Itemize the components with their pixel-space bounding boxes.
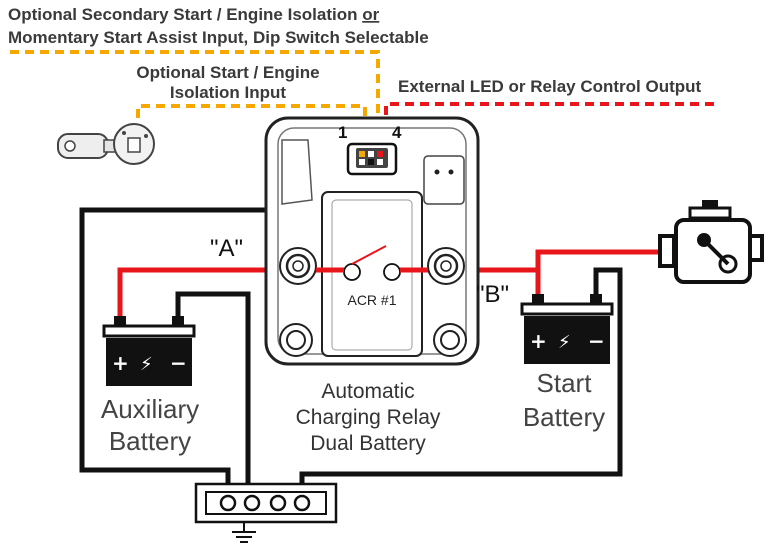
pin-4-label: 4 [392,123,402,142]
start-isolation-label-line1: Optional Start / Engine [136,63,319,82]
start-negative-wire [299,267,623,492]
svg-text:⚡: ⚡ [558,332,571,353]
positive-wire-a [117,267,318,320]
secondary-input-label-line2: Momentary Start Assist Input, Dip Switch… [8,28,429,47]
device-label-line3: Dual Battery [310,432,426,455]
stud-b-icon [427,247,465,285]
start-isolation-wire [136,104,367,160]
start-battery-label-line1: Start [537,368,593,398]
aux-battery-plus: + [112,351,129,375]
aux-battery-minus: − [170,351,187,375]
start-isolation-label-line2: Isolation Input [170,83,286,102]
start-battery-plus: + [530,329,547,353]
engine-icon [658,200,764,284]
aux-battery-label-line2: Battery [109,426,191,456]
device-label-line2: Charging Relay [296,406,441,429]
terminal-b-label: "B" [476,281,509,308]
stud-a-icon [279,247,317,285]
start-battery-icon: + ⚡ − [520,294,614,364]
acr-device [264,116,480,366]
aux-negative-wire [175,291,251,492]
control-connector-icon [346,142,398,176]
positive-wire-b [424,249,662,273]
relay-name-label: ACR #1 [347,292,396,308]
ground-symbol-icon [232,522,256,543]
relay-switch-icon [343,245,401,281]
secondary-input-label-line1: Optional Secondary Start / Engine Isolat… [8,5,380,24]
device-label-line1: Automatic [321,380,414,403]
svg-text:⚡: ⚡ [140,354,153,375]
aux-battery-icon: + ⚡ − [102,316,196,386]
ignition-key-icon [57,123,155,165]
terminal-a-label: "A" [210,235,243,262]
start-battery-label-line2: Battery [523,402,605,432]
bus-bar-icon [194,482,338,524]
pin-1-label: 1 [338,123,347,142]
start-battery-minus: − [588,329,605,353]
external-output-label: External LED or Relay Control Output [398,77,702,96]
aux-battery-label-line1: Auxiliary [101,394,199,424]
